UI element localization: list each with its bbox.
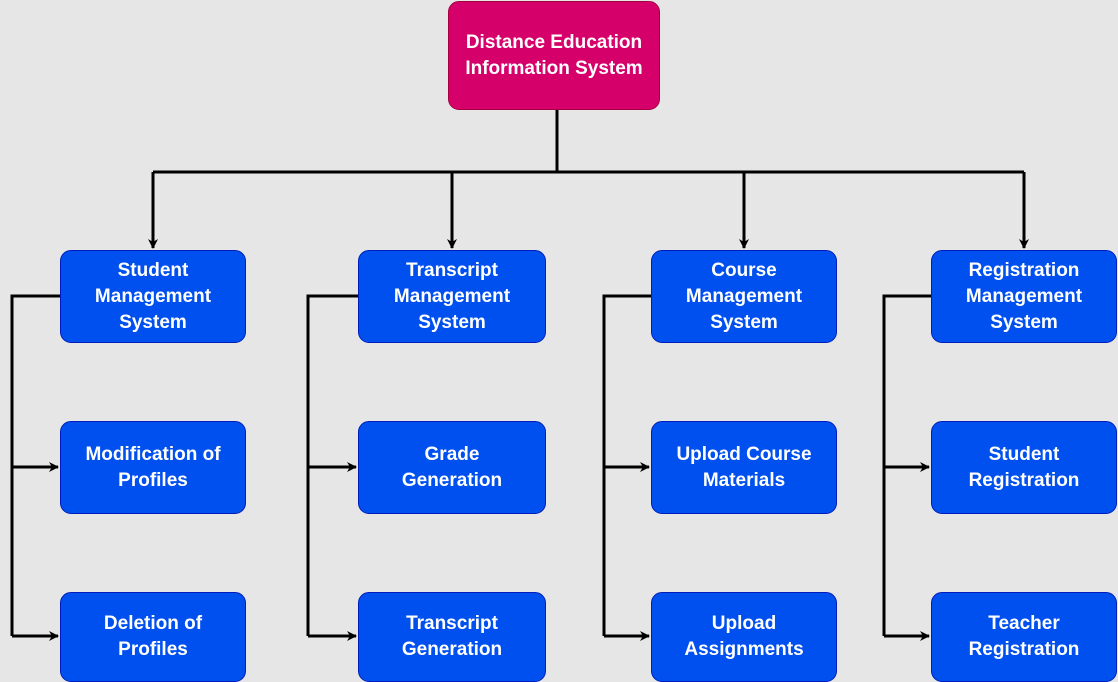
- task-node-label: Student Registration: [968, 443, 1080, 491]
- task-node-grade-generation[interactable]: Grade Generation: [358, 421, 546, 514]
- task-node-label: Upload Assignments: [684, 613, 804, 660]
- trunk-line-3: [882, 294, 931, 636]
- system-node-label: Course Management System: [685, 259, 803, 333]
- task-node-label: Grade Generation: [401, 443, 503, 491]
- task-node-label: Modification of Profiles: [85, 443, 221, 491]
- system-node-student-management[interactable]: Student Management System: [60, 250, 246, 343]
- task-node-teacher-registration[interactable]: Teacher Registration: [931, 592, 1117, 682]
- root-node-label: Distance Education Information System: [465, 31, 643, 79]
- system-node-registration-management[interactable]: Registration Management System: [931, 250, 1117, 343]
- trunk-line-2: [602, 294, 651, 636]
- task-node-deletion-of-profiles[interactable]: Deletion of Profiles: [60, 592, 246, 682]
- system-node-label: Registration Management System: [965, 259, 1083, 333]
- task-node-label: Upload Course Materials: [676, 443, 812, 491]
- task-node-transcript-generation[interactable]: Transcript Generation: [358, 592, 546, 682]
- task-node-label: Teacher Registration: [968, 613, 1080, 660]
- trunk-line-1: [306, 294, 358, 636]
- task-node-modification-of-profiles[interactable]: Modification of Profiles: [60, 421, 246, 514]
- task-node-student-registration[interactable]: Student Registration: [931, 421, 1117, 514]
- task-node-label: Transcript Generation: [401, 613, 503, 660]
- trunk-line-0: [10, 294, 60, 636]
- system-node-course-management[interactable]: Course Management System: [651, 250, 837, 343]
- system-node-label: Transcript Management System: [393, 259, 511, 333]
- task-node-label: Deletion of Profiles: [103, 613, 203, 660]
- task-node-upload-assignments[interactable]: Upload Assignments: [651, 592, 837, 682]
- task-node-upload-course-materials[interactable]: Upload Course Materials: [651, 421, 837, 514]
- system-node-transcript-management[interactable]: Transcript Management System: [358, 250, 546, 343]
- system-node-label: Student Management System: [94, 259, 212, 333]
- root-node[interactable]: Distance Education Information System: [448, 1, 660, 110]
